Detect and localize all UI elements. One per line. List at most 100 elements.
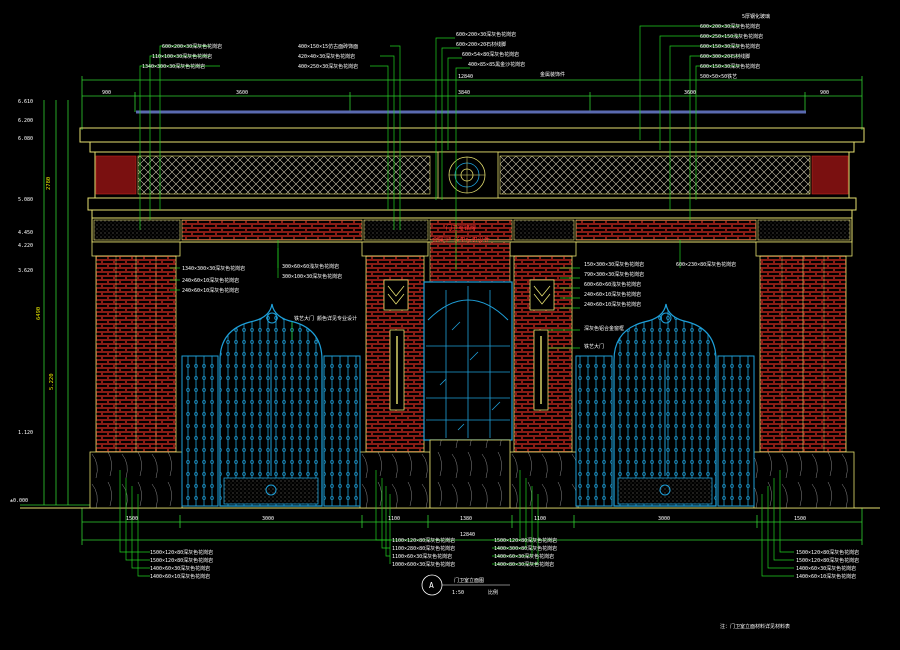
note-top-r-7: 500×50×50铁艺 [700,73,737,80]
level-6610: 6.610 [18,99,33,105]
note-bot-cr-4: 1400×80×30深灰色花岗岩 [494,561,554,568]
note-mid-r-2: 790×300×30深灰色花岗岩 [584,271,644,278]
note-bot-r-3: 1400×60×30深灰色花岗岩 [796,565,856,572]
note-window: 深灰色铝合金窗框 [584,325,624,332]
note-mid-cl-1: 300×60×60浅灰色花岗岩 [282,263,339,270]
note-red-1: 门卫室铭牌 [446,224,476,232]
note-top-r-1: 5厚钢化玻璃 [742,13,770,20]
footnote: 注：门卫室立面材料详见材料表 [720,623,790,630]
note-bot-r-2: 1500×120×80深灰色花岗岩 [796,557,859,564]
right-outer-pillar [753,241,855,509]
bottom-notes: 1500×120×80深灰色花岗岩 1500×120×80深灰色花岗岩 1400… [150,537,859,580]
note-top-r-5: 600×300×20石材线脚 [700,53,750,60]
top-notes: 600×200×30深灰色花岗岩 110×100×30深灰色花岗岩 1340×3… [142,13,770,80]
top-dimensions: 12840 900 3600 3840 3600 900 [102,74,829,96]
note-bot-left-2: 1500×120×80深灰色花岗岩 [150,557,213,564]
note-top-r-3: 600×250×150浅灰色花岗岩 [700,33,763,40]
note-top-c-2: 600×200×20石材线脚 [456,41,506,48]
scale-label-left: 1:50 [452,590,464,596]
mid-notes: 1340×300×30深灰色花岗岩 240×60×10深灰色花岗岩 240×60… [182,224,736,350]
level-4450: 4.450 [18,230,33,236]
top-dim-4: 3600 [684,90,696,96]
note-bot-cr-3: 1400×60×30深灰色花岗岩 [494,553,554,560]
right-iron-gate [575,303,755,507]
level-0000: ±0.000 [10,498,28,504]
note-top-cl-2: 420×40×30深灰色花岗岩 [298,53,355,60]
dim-5220: 5.220 [49,373,55,390]
bottom-dim-5: 1100 [534,516,546,522]
note-bot-r-4: 1400×60×10深灰色花岗岩 [796,573,856,580]
top-dim-3: 3840 [458,90,470,96]
note-top-c-5: 金属装饰件 [540,71,565,78]
note-bot-r-1: 1500×120×80深灰色花岗岩 [796,549,859,556]
rosette-ornament-icon [437,151,499,199]
dimension-lines [20,76,880,545]
bottom-dim-2: 3000 [262,516,274,522]
note-mid-left-1: 1340×300×30深灰色花岗岩 [182,265,245,272]
level-marks: 6.610 6.200 6.080 5.080 4.450 4.220 3.62… [10,99,33,504]
left-vertical-dims: 2780 6490 5.220 [36,177,55,390]
title-symbol: A [429,581,434,590]
note-bot-left-4: 1400×60×10深灰色花岗岩 [150,573,210,580]
note-top-left-3: 1340×300×30深灰色花岗岩 [142,63,205,70]
note-mid-r-5: 240×60×10深灰色花岗岩 [584,301,641,308]
bottom-dimensions: 1500 3000 1100 1380 1100 3000 1500 12840 [126,516,806,538]
center-window [423,241,513,509]
bottom-dim-1: 1500 [126,516,138,522]
lattice-frieze [95,151,849,199]
scale-label-right: 比例 [488,589,498,596]
bottom-dim-3: 1100 [388,516,400,522]
level-1120: 1.120 [18,430,33,436]
level-5080: 5.080 [18,197,33,203]
note-mid-far-right: 600×230×80深灰色花岗岩 [676,261,736,268]
note-mid-r-3: 600×60×60浅灰色花岗岩 [584,281,641,288]
level-6200: 6.200 [18,118,33,124]
note-mid-left-2: 240×60×10深灰色花岗岩 [182,277,239,284]
note-top-c-1: 600×200×30深灰色花岗岩 [456,31,516,38]
note-bot-cl-2: 1100×280×80深灰色花岗岩 [392,545,455,552]
note-bot-cl-4: 1000×600×30深灰色花岗岩 [392,561,455,568]
bottom-overall-dim: 12840 [460,532,475,538]
level-4220: 4.220 [18,243,33,249]
note-top-left-2: 110×100×30深灰色花岗岩 [152,53,212,60]
note-mid-r-4: 240×60×10深灰色花岗岩 [584,291,641,298]
note-bot-left-1: 1500×120×80深灰色花岗岩 [150,549,213,556]
note-top-cl-1: 400×150×15仿古面砖饰面 [298,43,358,50]
dim-6490: 6490 [36,307,42,320]
note-top-r-4: 600×150×30深灰色花岗岩 [700,43,760,50]
bottom-dim-4: 1380 [460,516,472,522]
level-6080: 6.080 [18,136,33,142]
note-top-cl-3: 400×250×30深灰色花岗岩 [298,63,358,70]
level-3620: 3.620 [18,268,33,274]
note-mid-cl-2: 300×100×30深灰色花岗岩 [282,273,342,280]
bottom-dim-7: 1500 [794,516,806,522]
note-gate-right: 铁艺大门 [584,343,604,350]
note-bot-left-3: 1400×60×30深灰色花岗岩 [150,565,210,572]
top-dim-1: 900 [102,90,111,96]
note-top-r-6: 600×150×30深灰色花岗岩 [700,63,760,70]
note-bot-cl-1: 1100×120×80深灰色花岗岩 [392,537,455,544]
top-dim-2: 3600 [236,90,248,96]
note-gate-left: 铁艺大门 颜色详见专业设计 [294,315,357,322]
note-mid-left-3: 240×60×10深灰色花岗岩 [182,287,239,294]
note-top-c-3: 600×54×80深灰色花岗岩 [462,51,519,58]
note-bot-cr-2: 1400×300×80深灰色花岗岩 [494,545,557,552]
drawing-title: 门卫室立面图 [454,577,484,584]
top-overall-dim: 12840 [458,74,473,80]
note-bot-cr-1: 1500×120×80深灰色花岗岩 [494,537,557,544]
note-top-c-4: 400×85×85黑金沙花岗岩 [468,61,525,68]
left-outer-pillar [89,241,183,509]
left-iron-gate [181,303,361,507]
note-top-r-2: 600×200×30深灰色花岗岩 [700,23,760,30]
drawing-title-block: A 门卫室立面图 1:50 比例 [421,574,510,596]
note-mid-r-1: 150×300×30深灰色花岗岩 [584,261,644,268]
leader-lines [119,25,794,577]
bottom-dim-6: 3000 [658,516,670,522]
granite-band [93,219,851,241]
center-left-pillar [359,241,431,509]
dim-2780: 2780 [46,177,52,190]
note-top-left-1: 600×200×30深灰色花岗岩 [162,43,222,50]
note-red-2: 金属字 详见标识设计 [432,236,490,244]
note-bot-cl-3: 1100×60×30深灰色花岗岩 [392,553,452,560]
